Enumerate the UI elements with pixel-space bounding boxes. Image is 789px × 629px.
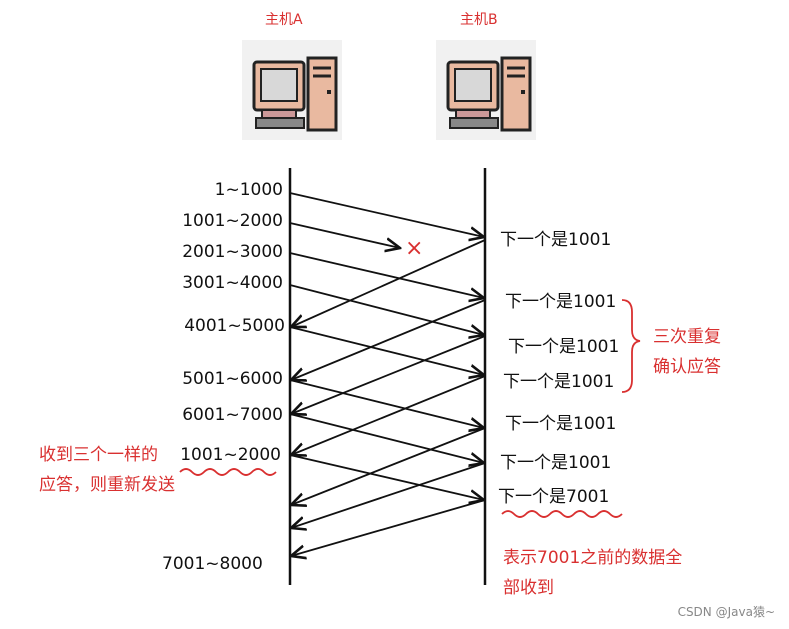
ack-arrow-5 — [291, 427, 486, 505]
seq-label: 6001~7000 — [182, 405, 283, 425]
segment-arrow-1-1000 — [289, 192, 484, 237]
triple-ack-note-line1: 三次重复 — [653, 327, 721, 347]
seq-label: 1001~2000 — [182, 211, 283, 231]
segment-arrow-3001-4000 — [289, 284, 484, 335]
seq-label: 1~1000 — [214, 180, 283, 200]
ack-7001-wavy-underline — [501, 510, 623, 518]
ack-arrow-6 — [291, 462, 486, 528]
received-note: 表示7001之前的数据全 部收到 — [503, 543, 682, 603]
segment-arrow-2001-3000 — [289, 252, 484, 298]
resend-note-line2: 应答，则重新发送 — [39, 475, 175, 495]
ack-label: 下一个是1001 — [500, 453, 612, 473]
seq-label: 3001~4000 — [182, 273, 283, 293]
host-b-label: 主机B — [460, 12, 498, 28]
seq-label: 4001~5000 — [184, 316, 285, 336]
segment-arrow-4001-5000 — [289, 326, 484, 375]
resend-note-line1: 收到三个一样的 — [39, 445, 158, 465]
ack-arrow-3 — [291, 335, 486, 414]
triple-ack-note-line2: 确认应答 — [653, 357, 721, 377]
resend-wavy-underline — [179, 468, 277, 476]
seq-label: 1001~2000 — [180, 445, 281, 465]
ack-arrow-4 — [291, 375, 486, 455]
ack-label: 下一个是1001 — [505, 292, 617, 312]
triple-ack-note: 三次重复 确认应答 — [653, 322, 721, 382]
segment-arrow-5001-6000 — [289, 379, 484, 428]
computer-icon-host-a — [242, 40, 342, 140]
ack-label: 下一个是1001 — [503, 372, 615, 392]
received-note-line1: 表示7001之前的数据全 — [503, 548, 683, 568]
host-a-label: 主机A — [265, 12, 303, 28]
segment-arrow-resend-1001-2000 — [289, 454, 484, 500]
resend-note: 收到三个一样的 应答，则重新发送 — [39, 440, 175, 500]
computer-icon-host-b — [436, 40, 536, 140]
ack-label: 下一个是7001 — [498, 487, 610, 507]
watermark: CSDN @Java猿~ — [677, 605, 775, 619]
seq-label: 5001~6000 — [182, 369, 283, 389]
ack-label: 下一个是1001 — [505, 414, 617, 434]
segment-arrow-lost-1001-2000 — [289, 222, 400, 248]
ack-arrow-2 — [291, 299, 486, 380]
ack-arrow-1 — [291, 239, 486, 327]
ack-arrow-7001 — [291, 499, 486, 556]
seq-label: 2001~3000 — [182, 242, 283, 262]
ack-label: 下一个是1001 — [508, 337, 620, 357]
lost-packet-marker: × — [405, 236, 424, 261]
segment-arrow-6001-7000 — [289, 413, 484, 463]
triple-ack-brace — [621, 299, 641, 393]
ack-label: 下一个是1001 — [500, 230, 612, 250]
seq-label: 7001~8000 — [162, 554, 263, 574]
received-note-line2: 部收到 — [503, 578, 554, 598]
